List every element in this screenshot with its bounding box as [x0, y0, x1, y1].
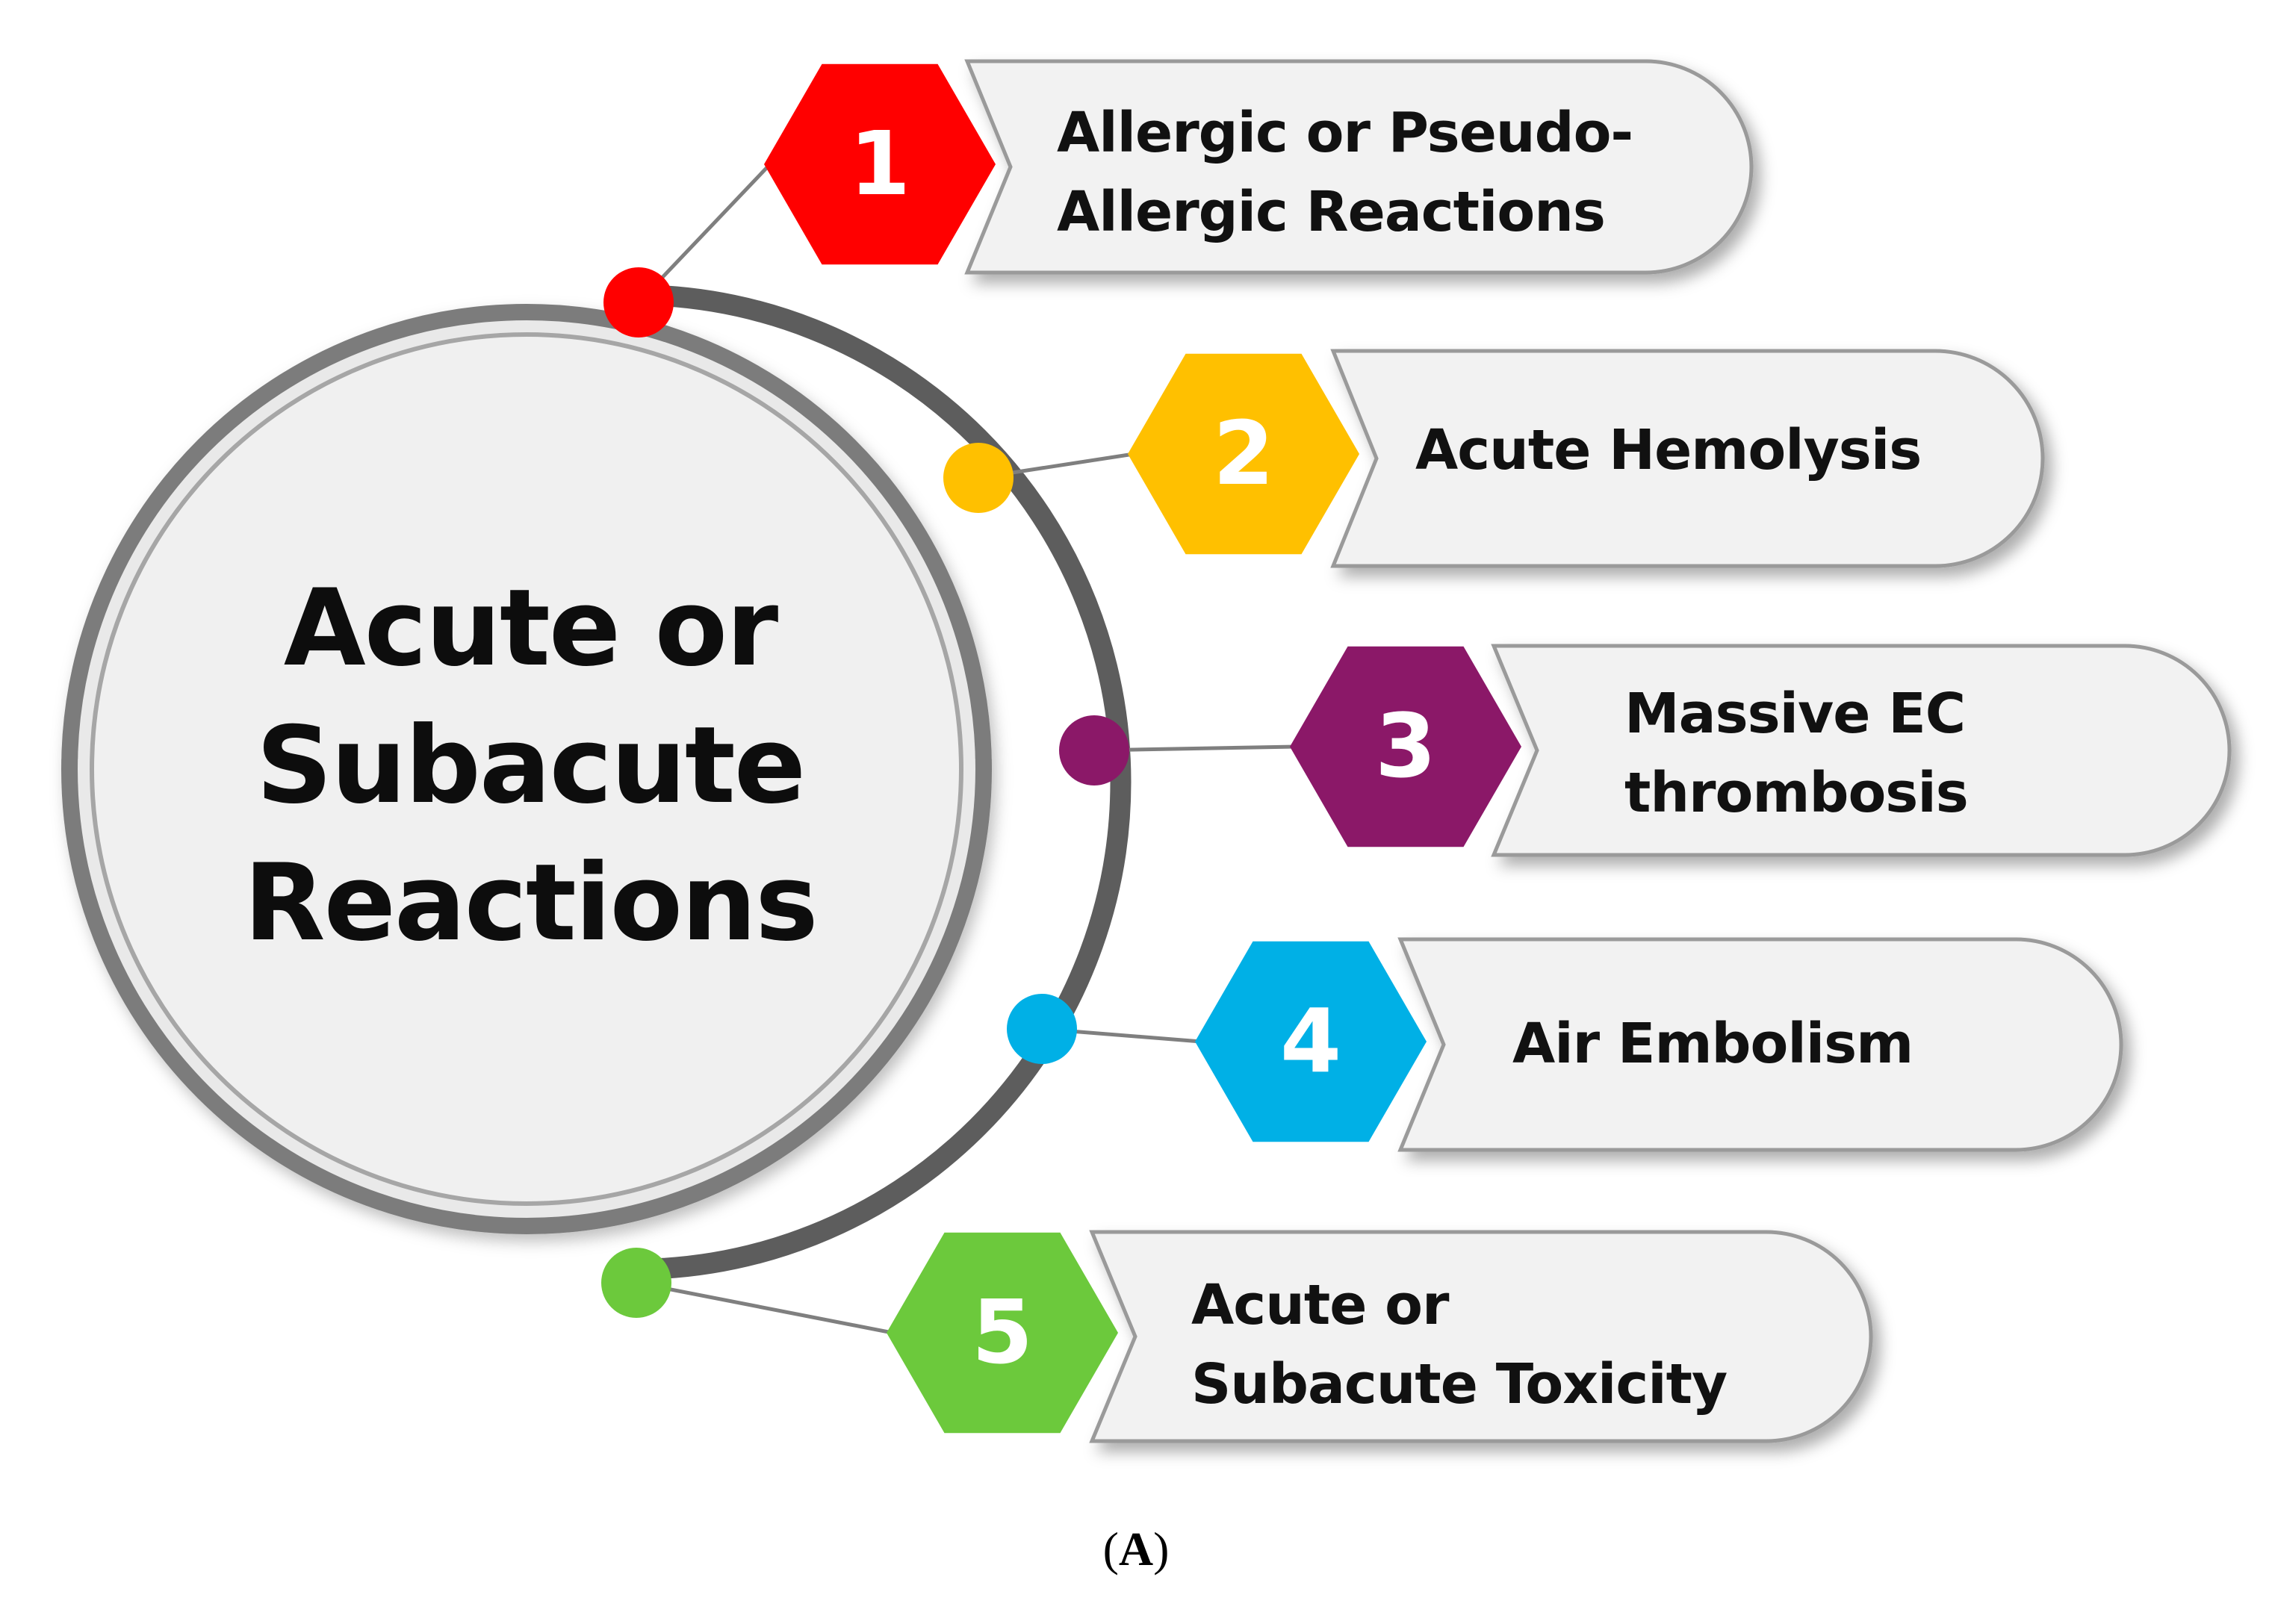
- connector-arc: [623, 284, 1132, 1280]
- item-4-number: 4: [1280, 989, 1341, 1092]
- item-1-panel: [964, 59, 1754, 275]
- item-4-label: Air Embolism: [1512, 1004, 1913, 1083]
- item-2-panel: [1330, 349, 2045, 568]
- item-4-panel: [1397, 937, 2123, 1152]
- item-1-hexagon: [764, 63, 996, 265]
- item-3-hexagon: [1290, 646, 1521, 847]
- item-5-line-2: Subacute Toxicity: [1191, 1352, 1728, 1416]
- item-2-number: 2: [1213, 402, 1274, 505]
- item-5-line-1: Acute or: [1191, 1273, 1449, 1337]
- item-2-line-1: Acute Hemolysis: [1415, 418, 1922, 482]
- caption-letter: A: [1118, 1522, 1154, 1575]
- item-1-label: Allergic or Pseudo- Allergic Reactions: [1057, 93, 1633, 252]
- item-3-label: Massive EC thrombosis: [1624, 674, 1969, 833]
- item-1: 1: [603, 59, 1754, 337]
- item-2-dot: [943, 443, 1014, 513]
- item-4-dot: [1007, 994, 1077, 1064]
- figure-caption: (A): [0, 1519, 2272, 1579]
- item-5-hexagon: [887, 1232, 1118, 1434]
- item-2: 2: [943, 349, 2045, 568]
- item-2-hexagon: [1128, 353, 1359, 555]
- item-4: 4: [1007, 937, 2123, 1152]
- item-1-line-1: Allergic or Pseudo-: [1057, 101, 1633, 165]
- caption-close: ): [1153, 1522, 1170, 1575]
- item-5-connector: [636, 1281, 893, 1335]
- center-title: Acute or Subacute Reactions: [209, 560, 851, 972]
- item-3-line-2: thrombosis: [1624, 761, 1969, 825]
- center-circle: [61, 304, 992, 1234]
- item-3-panel: [1491, 644, 2232, 857]
- items-layer: 1 2 3 4 5: [601, 59, 2232, 1443]
- center-title-line: Reactions: [243, 841, 818, 965]
- center-title-line: Subacute: [255, 704, 806, 827]
- item-3-number: 3: [1375, 694, 1436, 797]
- item-1-number: 1: [849, 112, 910, 215]
- item-1-line-2: Allergic Reactions: [1057, 180, 1606, 244]
- item-5-panel: [1089, 1230, 1873, 1443]
- item-4-line-1: Air Embolism: [1512, 1012, 1913, 1076]
- item-3-line-1: Massive EC: [1624, 682, 1966, 746]
- item-3: 3: [1059, 644, 2232, 857]
- item-5: 5: [601, 1230, 1873, 1443]
- item-5-label: Acute or Subacute Toxicity: [1191, 1266, 1728, 1424]
- item-5-number: 5: [972, 1281, 1033, 1384]
- item-4-hexagon: [1195, 941, 1427, 1142]
- item-3-dot: [1059, 715, 1129, 785]
- item-1-dot: [603, 267, 674, 337]
- item-5-dot: [601, 1248, 671, 1318]
- item-2-label: Acute Hemolysis: [1415, 411, 1922, 490]
- caption-open: (: [1102, 1522, 1119, 1575]
- center-title-line: Acute or: [283, 567, 778, 690]
